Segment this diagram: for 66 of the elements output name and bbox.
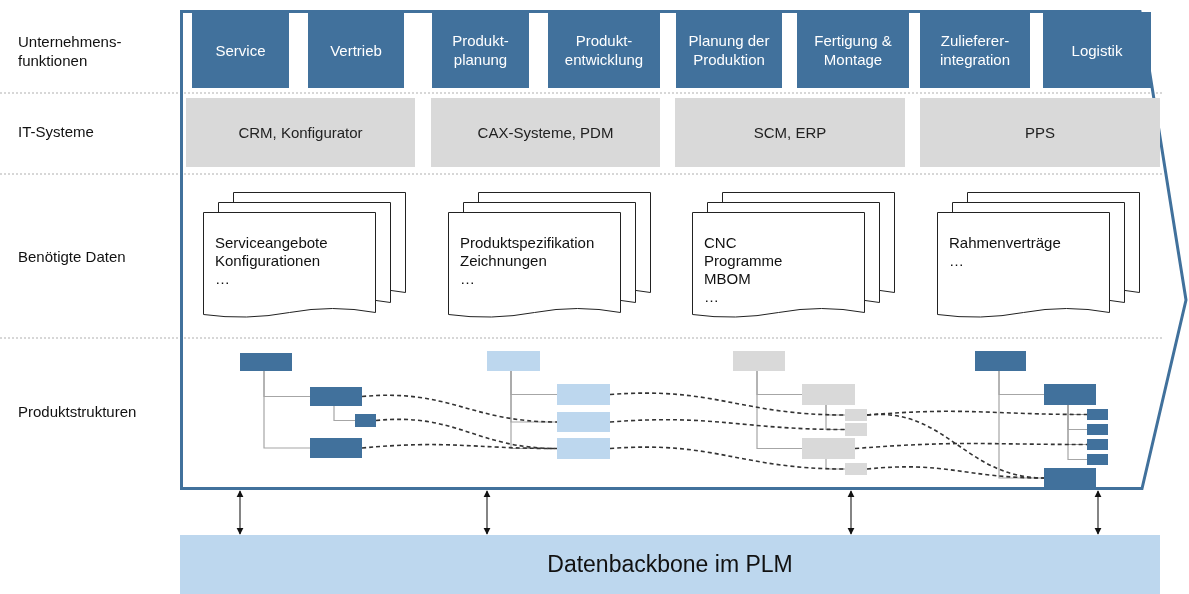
document-text: Zeichnungen bbox=[460, 252, 547, 270]
system-box: CAX-Systeme, PDM bbox=[431, 98, 660, 167]
dashed-link bbox=[854, 442, 1088, 450]
function-box: Zulieferer- integration bbox=[920, 12, 1030, 88]
tree-box bbox=[355, 414, 376, 427]
dashed-link bbox=[866, 466, 1045, 479]
dashed-link bbox=[609, 392, 846, 416]
tree-line bbox=[825, 458, 846, 470]
tree-box bbox=[240, 353, 292, 371]
dashed-link bbox=[609, 418, 846, 431]
document-text: … bbox=[215, 270, 230, 288]
row-label: IT-Systeme bbox=[18, 122, 95, 141]
document-text: … bbox=[704, 288, 720, 306]
tree-box bbox=[802, 438, 855, 459]
system-box: CRM, Konfigurator bbox=[186, 98, 415, 167]
tree-box bbox=[1087, 424, 1108, 435]
tree-box bbox=[557, 412, 610, 432]
row-label: Unternehmens- funktionen bbox=[18, 32, 123, 70]
tree-box bbox=[845, 409, 867, 421]
system-box: SCM, ERP bbox=[675, 98, 905, 167]
document-text: MBOM bbox=[704, 270, 752, 288]
tree-box bbox=[845, 463, 867, 475]
document-text: … bbox=[460, 270, 475, 288]
tree-line bbox=[756, 370, 803, 450]
function-box: Vertrieb bbox=[308, 12, 404, 88]
tree-line bbox=[333, 405, 356, 422]
tree-line bbox=[263, 370, 311, 449]
tree-box bbox=[557, 438, 610, 459]
dashed-link bbox=[375, 418, 558, 450]
tree-box bbox=[487, 351, 540, 371]
row-label: Benötigte Daten bbox=[18, 247, 127, 266]
document-text: Rahmenverträge bbox=[949, 234, 1061, 252]
function-box: Planung der Produktion bbox=[676, 12, 782, 88]
function-box: Produkt- entwicklung bbox=[548, 12, 660, 88]
document-text: Serviceangebote bbox=[215, 234, 328, 252]
double-arrow bbox=[1094, 490, 1102, 535]
function-box: Logistik bbox=[1043, 12, 1151, 88]
tree-line bbox=[1067, 404, 1088, 461]
tree-box bbox=[557, 384, 610, 405]
document-text: CNC Programme bbox=[704, 234, 784, 270]
tree-box bbox=[310, 438, 362, 458]
backbone-bar: Datenbackbone im PLM bbox=[180, 535, 1160, 594]
system-box: PPS bbox=[920, 98, 1160, 167]
function-box: Service bbox=[192, 12, 289, 88]
dashed-link bbox=[361, 394, 558, 423]
dashed-link bbox=[609, 446, 846, 470]
tree-box bbox=[1087, 409, 1108, 420]
function-box: Produkt- planung bbox=[432, 12, 529, 88]
tree-box bbox=[845, 423, 867, 436]
double-arrow bbox=[847, 490, 855, 535]
tree-box bbox=[310, 387, 362, 406]
double-arrow bbox=[236, 490, 244, 535]
tree-box bbox=[975, 351, 1026, 371]
document-text: Produktspezifikation bbox=[460, 234, 595, 252]
document-text: Konfigurationen bbox=[215, 252, 321, 270]
tree-box bbox=[733, 351, 785, 371]
double-arrow bbox=[483, 490, 491, 535]
tree-box bbox=[1044, 468, 1096, 488]
tree-box bbox=[1087, 454, 1108, 465]
tree-box bbox=[802, 384, 855, 405]
document-text: … bbox=[949, 252, 964, 270]
tree-box bbox=[1087, 439, 1108, 450]
row-label: Produktstrukturen bbox=[18, 402, 138, 421]
function-box: Fertigung & Montage bbox=[797, 12, 909, 88]
dashed-link bbox=[361, 443, 558, 450]
tree-box bbox=[1044, 384, 1096, 405]
